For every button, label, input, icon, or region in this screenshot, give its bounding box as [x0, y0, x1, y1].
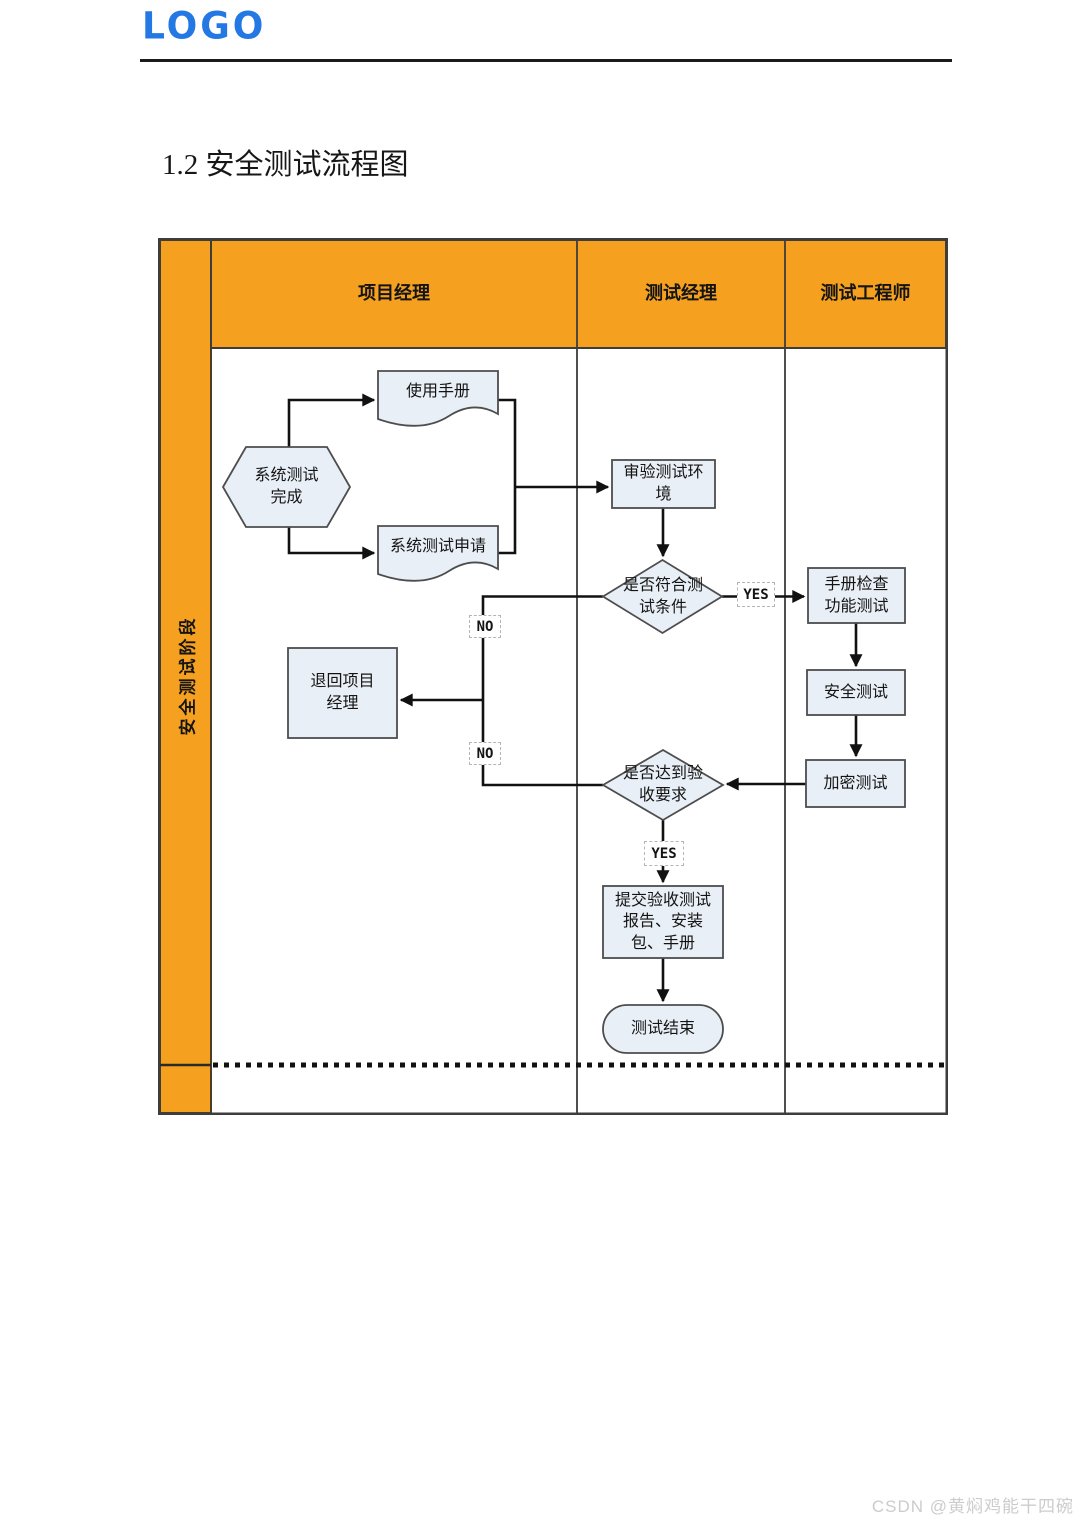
phase-label: 安全测试阶段	[178, 615, 198, 736]
shape-test-end	[602, 1004, 724, 1054]
edge-decision1-no	[481, 595, 603, 700]
chart-border	[158, 238, 948, 1115]
node-system-test-request: 系统测试申请	[389, 538, 486, 556]
flowchart-canvas	[158, 238, 948, 1115]
edge-request-merge	[498, 487, 517, 555]
watermark: CSDN @黄焖鸡能干四碗	[871, 1497, 1074, 1516]
company-logo: LOGO	[142, 4, 267, 49]
lane-header-test-engineer: 测试工程师	[820, 282, 911, 303]
edge-decision2-no	[481, 700, 603, 787]
edge-complete-to-request	[287, 527, 376, 560]
shape-return-to-pm	[287, 647, 398, 739]
phase-strip	[159, 239, 212, 1114]
shape-encryption-test	[805, 759, 906, 808]
edge-complete-to-manual	[287, 393, 376, 447]
shape-manual-check	[807, 567, 906, 624]
node-system-test-complete: 系统测试 完成	[254, 467, 319, 506]
decision-meets-acceptance: 是否达到验 收要求	[622, 765, 703, 804]
shape-system-test-complete-hexagon	[221, 446, 352, 528]
node-submit-deliverables: 提交验收测试 报告、安装 包、手册	[614, 891, 711, 952]
header-divider-line	[140, 59, 952, 62]
node-manual-check-function-test: 手册检查 功能测试	[824, 575, 889, 615]
lane-header-test-manager: 测试经理	[645, 282, 717, 303]
node-encryption-test: 加密测试	[823, 774, 888, 792]
shape-security-test	[806, 669, 906, 716]
connectors	[287, 393, 863, 1003]
shape-submit-deliverables	[602, 885, 724, 959]
shape-decision-acceptance	[601, 748, 725, 822]
node-return-to-pm: 退回项目 经理	[310, 673, 375, 712]
edge-label-no-acceptance: NO	[469, 742, 501, 765]
lane-header-band	[210, 239, 947, 349]
shape-decision-test-conditions	[601, 558, 724, 635]
node-review-test-env: 审验测试环 境	[623, 464, 704, 503]
node-user-manual: 使用手册	[405, 383, 470, 401]
page-title: 1.2 安全测试流程图	[162, 149, 409, 181]
edge-label-yes-acceptance: YES	[644, 841, 684, 866]
node-security-test: 安全测试	[823, 683, 888, 701]
lane-header-project-manager: 项目经理	[358, 282, 430, 303]
phase-label-strip: 安全测试阶段	[161, 238, 211, 1113]
edge-manual-merge	[498, 398, 517, 487]
flowchart: 项目经理 测试经理 测试工程师 安全测试阶段 使用手册 系统测试 完成 系统测试…	[158, 238, 948, 1115]
decision-meets-test-conditions: 是否符合测 试条件	[622, 576, 703, 616]
edge-label-no-conditions: NO	[469, 615, 501, 638]
edge-label-yes-conditions: YES	[737, 582, 775, 607]
shape-user-manual-document	[377, 370, 499, 427]
node-test-end: 测试结束	[630, 1020, 695, 1038]
shape-review-test-env	[611, 459, 716, 509]
shape-system-test-request-document	[377, 525, 499, 582]
